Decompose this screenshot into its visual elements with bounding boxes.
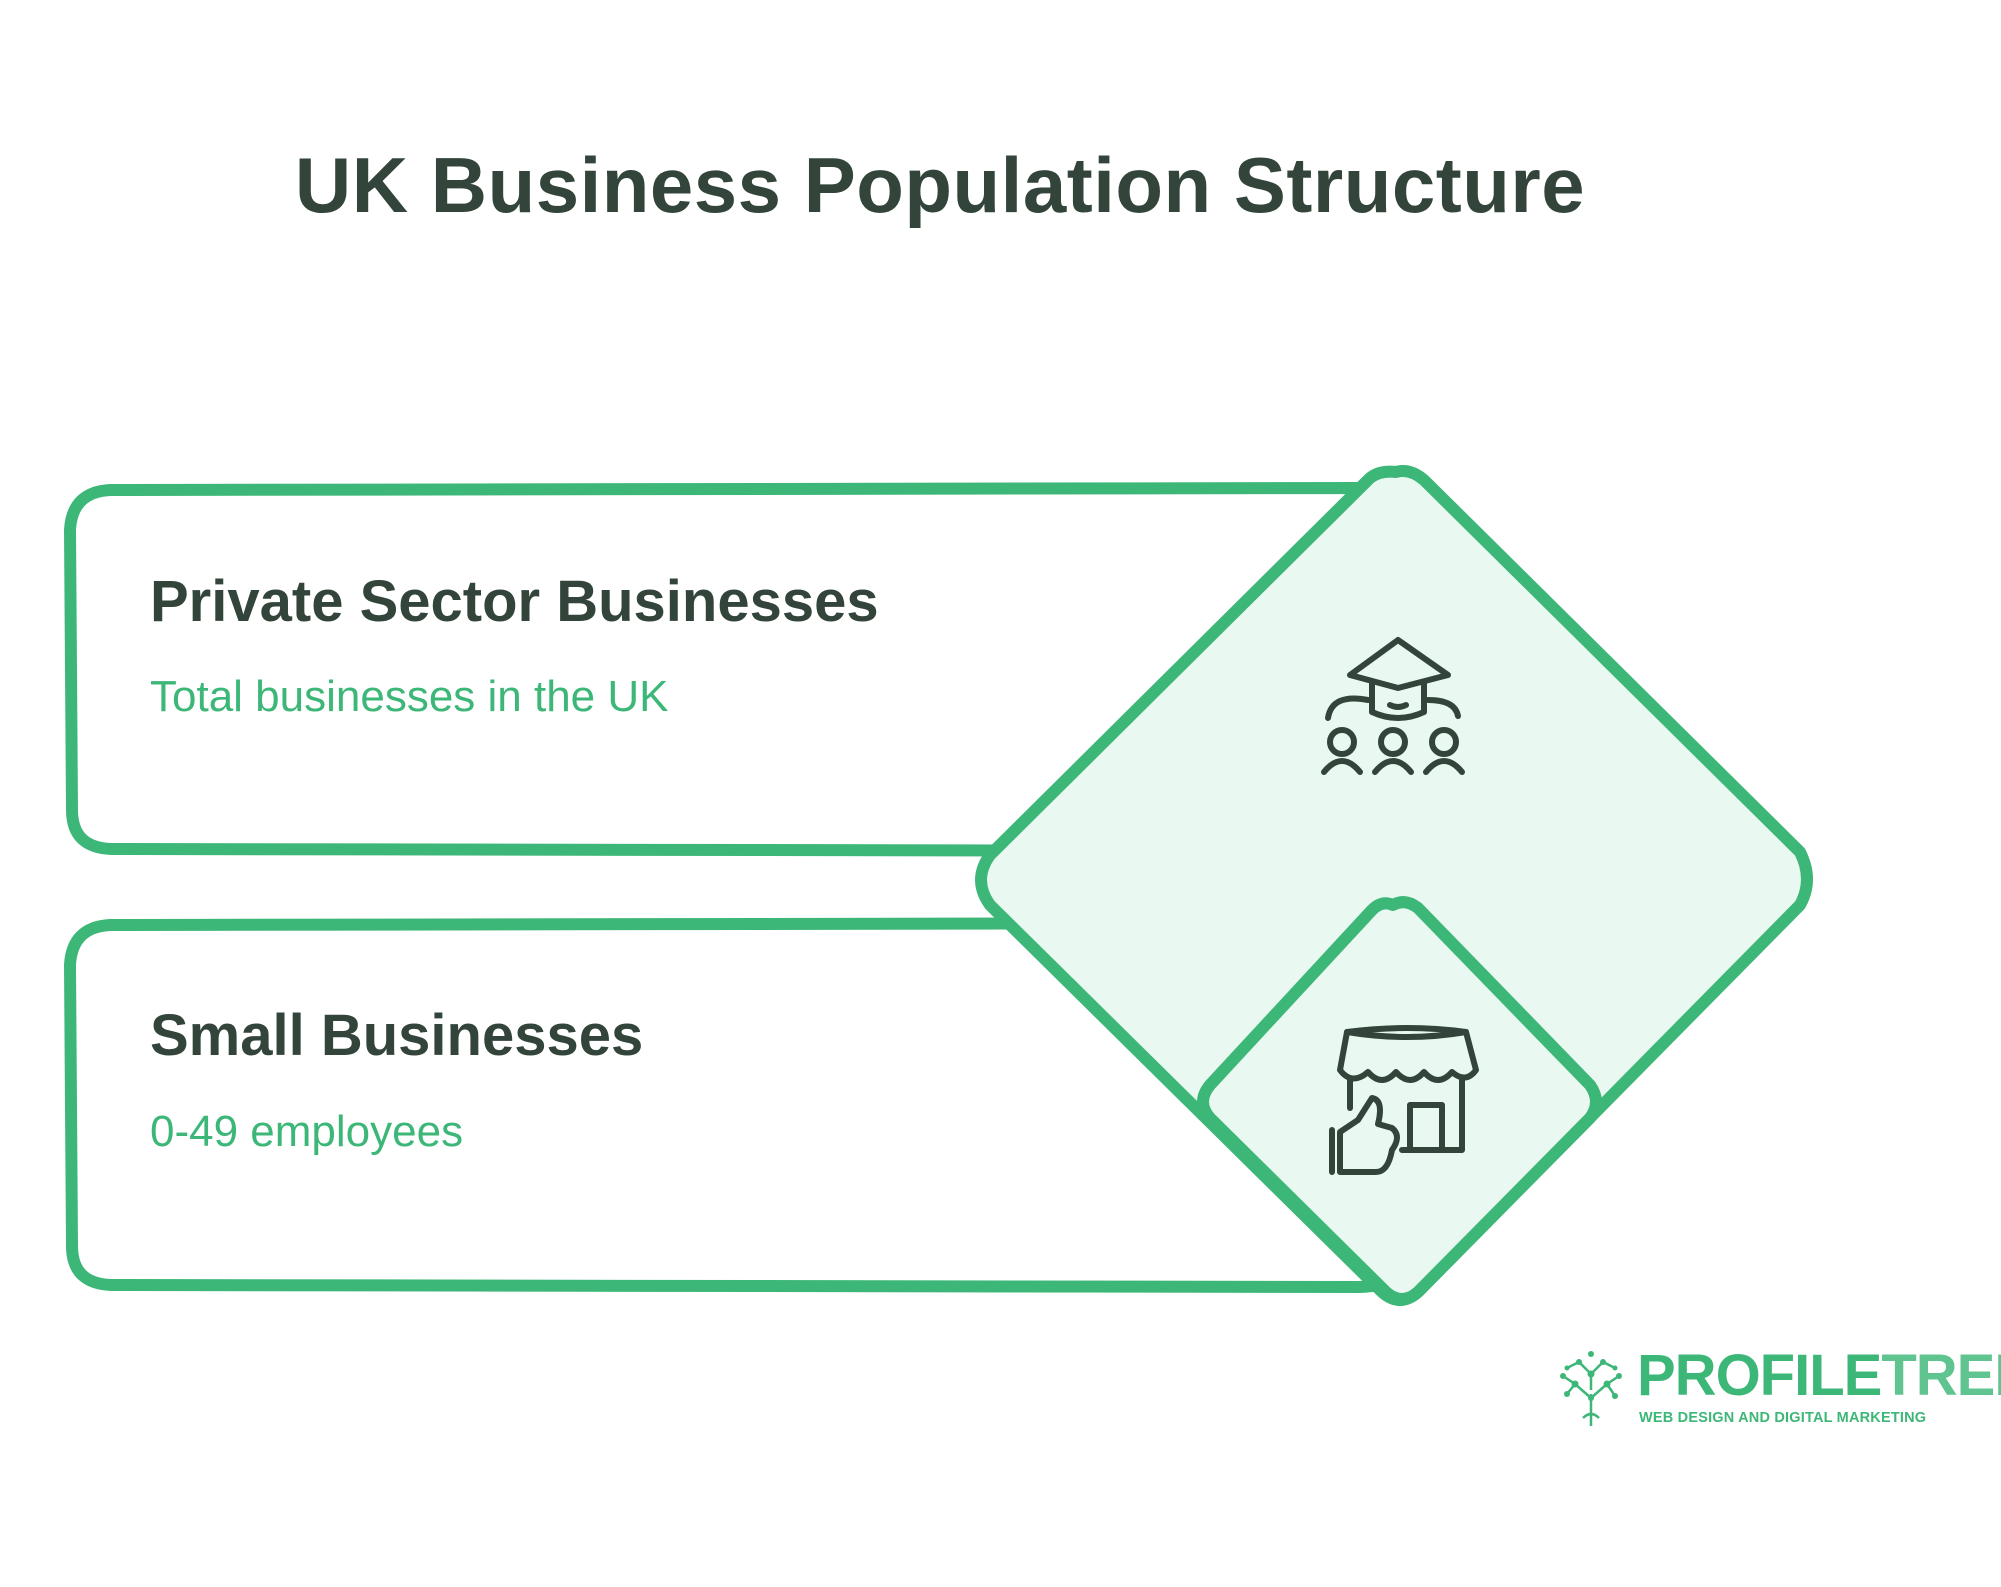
logo-wordmark: PROFILETREE bbox=[1637, 1346, 2001, 1406]
logo-name-part2: TREE bbox=[1881, 1343, 2001, 1408]
card-subtitle-small-businesses: 0-49 employees bbox=[150, 1107, 464, 1156]
diamond-small bbox=[1197, 896, 1602, 1305]
card-subtitle-private-sector: Total businesses in the UK bbox=[150, 672, 669, 721]
logo-tagline: WEB DESIGN AND DIGITAL MARKETING bbox=[1639, 1410, 1927, 1426]
shop-thumbs-up-icon bbox=[1329, 1025, 1479, 1175]
card-title-small-businesses: Small Businesses bbox=[150, 1003, 644, 1068]
card-title-private-sector: Private Sector Businesses bbox=[150, 569, 879, 634]
page-title: UK Business Population Structure bbox=[294, 141, 1586, 229]
profiletree-logo: PROFILETREE WEB DESIGN AND DIGITAL MARKE… bbox=[1553, 1346, 2001, 1428]
people-hierarchy-icon bbox=[1321, 637, 1465, 775]
logo-name-part1: PROFILE bbox=[1637, 1343, 1882, 1408]
tree-network-icon bbox=[1560, 1351, 1622, 1426]
